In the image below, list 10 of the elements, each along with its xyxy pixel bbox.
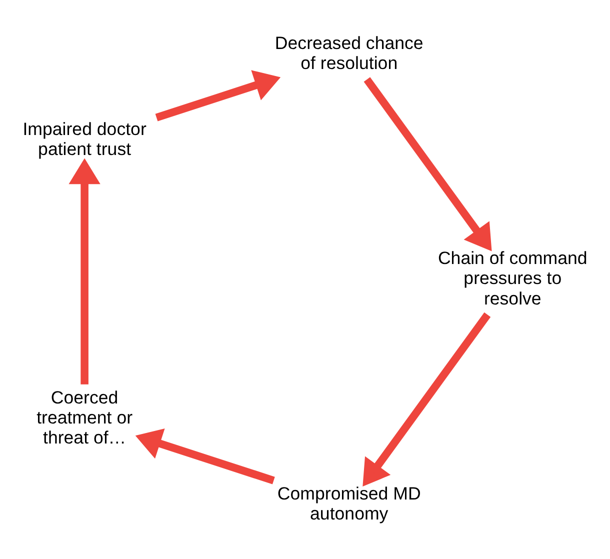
- node-text: Chain of command pressures to resolve: [438, 248, 588, 308]
- arrow: [155, 70, 281, 121]
- node-text: Decreased chance of resolution: [274, 32, 424, 73]
- node-text: Compromised MD autonomy: [277, 482, 421, 523]
- node-text: Coerced treatment or threat of…: [36, 386, 133, 447]
- arrow: [364, 76, 492, 251]
- arrow: [135, 428, 275, 484]
- arrow: [362, 312, 491, 486]
- arrow: [68, 158, 100, 384]
- node-text: Impaired doctor patient trust: [22, 118, 146, 159]
